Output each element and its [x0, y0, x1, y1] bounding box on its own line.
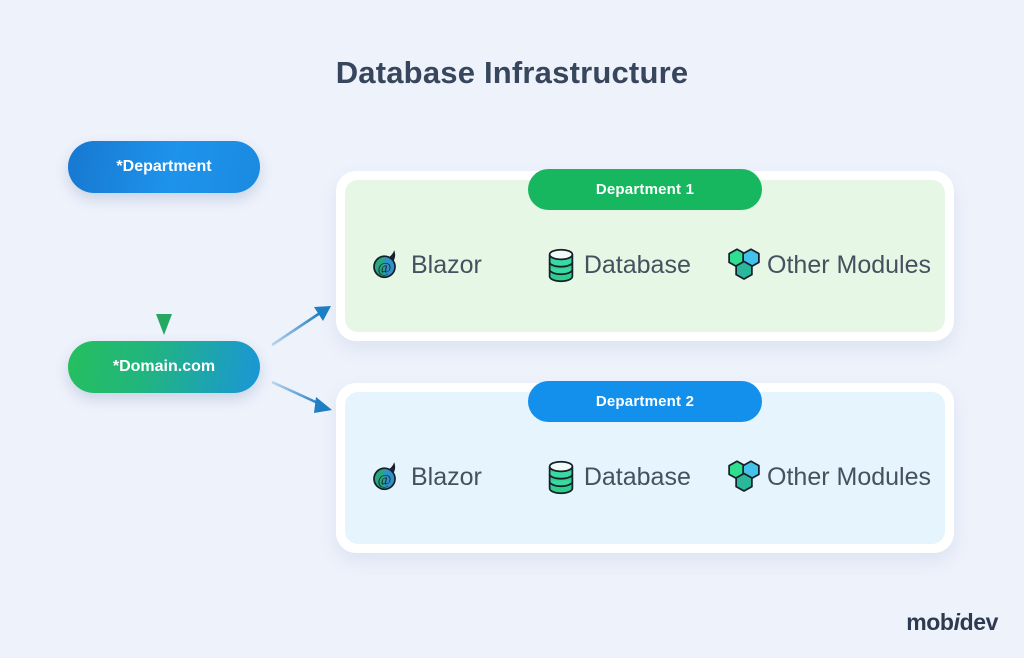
blazor-icon: @	[373, 462, 396, 491]
module-other-modules[interactable]: Other Modules	[723, 456, 931, 498]
logo-text-a: mob	[906, 609, 954, 635]
node-department[interactable]: *Department	[68, 141, 260, 193]
department-2-header-label: Department 2	[595, 393, 695, 410]
module-blazor-label: Blazor	[411, 462, 482, 491]
module-blazor-label: Blazor	[411, 250, 482, 279]
other-modules-icon	[728, 460, 760, 492]
node-domain-label: *Domain.com	[112, 358, 216, 375]
module-database-label: Database	[583, 250, 691, 279]
page-title: Database Infrastructure	[335, 55, 689, 90]
department-1-module-row: @ Blazor Database	[345, 244, 945, 286]
department-1-header[interactable]: Department 1	[528, 169, 762, 210]
module-database-label: Database	[583, 462, 691, 491]
module-other-modules-label: Other Modules	[767, 462, 931, 491]
module-database[interactable]: Database	[540, 244, 723, 286]
other-modules-icon	[728, 248, 760, 280]
module-blazor[interactable]: @ Blazor	[367, 244, 540, 286]
department-2-module-row: @ Blazor Database	[345, 456, 945, 498]
database-icon	[548, 248, 574, 283]
database-icon	[548, 460, 574, 495]
department-1-header-label: Department 1	[595, 181, 695, 198]
mobidev-logo: mobidev	[906, 609, 998, 636]
department-panel-1: Department 1 @ Blazor	[336, 169, 954, 341]
logo-text-i: i	[953, 609, 960, 635]
module-database[interactable]: Database	[540, 456, 723, 498]
department-panel-2-body: Department 2 @ Blazor	[345, 381, 945, 544]
arrow-domain-to-department-2	[271, 380, 332, 413]
module-other-modules-label: Other Modules	[767, 250, 931, 279]
node-department-label: *Department	[116, 158, 212, 175]
department-panel-2: Department 2 @ Blazor	[336, 381, 954, 553]
logo-text-b: dev	[959, 609, 999, 635]
arrow-domain-to-department-1	[271, 306, 331, 347]
node-domain[interactable]: *Domain.com	[68, 341, 260, 393]
svg-text:@: @	[378, 260, 392, 276]
arrow-department-to-domain	[156, 200, 172, 335]
department-2-header[interactable]: Department 2	[528, 381, 762, 422]
blazor-icon: @	[373, 250, 396, 279]
module-blazor[interactable]: @ Blazor	[367, 456, 540, 498]
module-other-modules[interactable]: Other Modules	[723, 244, 931, 286]
department-panel-1-body: Department 1 @ Blazor	[345, 169, 945, 332]
svg-text:@: @	[378, 472, 392, 488]
